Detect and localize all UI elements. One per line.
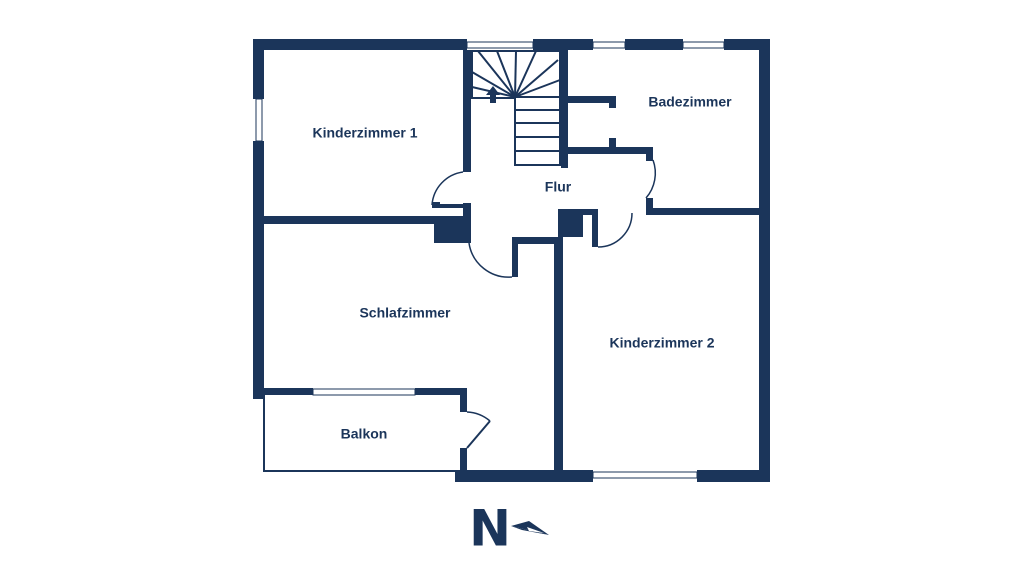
room-label-badezimmer: Badezimmer [648, 94, 732, 110]
door-badezimmer [645, 159, 657, 199]
window-top-bath-1 [592, 41, 626, 49]
windows [255, 41, 725, 479]
room-label-schlafzimmer: Schlafzimmer [359, 305, 451, 321]
room-labels: Kinderzimmer 1 Badezimmer Flur Schlafzim… [312, 94, 732, 442]
stair-arrow-icon [486, 86, 500, 103]
room-label-kinderzimmer-1: Kinderzimmer 1 [312, 125, 417, 141]
door-schlafzimmer [468, 242, 513, 278]
door-kinderzimmer-1 [431, 171, 464, 206]
doors [431, 159, 657, 449]
window-bottom-kz2 [592, 471, 698, 479]
window-left [255, 98, 263, 142]
compass: N [469, 500, 549, 558]
room-label-flur: Flur [545, 179, 572, 195]
door-balkon [466, 411, 491, 422]
north-letter: N [469, 500, 511, 558]
window-top-bath-2 [682, 41, 725, 49]
door-kinderzimmer-2 [597, 212, 633, 248]
balcony-railing [263, 395, 460, 472]
north-arrow-icon [511, 521, 549, 535]
room-label-balkon: Balkon [341, 426, 388, 442]
staircase [471, 50, 561, 166]
interior-walls [264, 50, 759, 482]
window-top-stair [466, 41, 534, 49]
room-label-kinderzimmer-2: Kinderzimmer 2 [609, 335, 714, 351]
window-balcony-door [312, 388, 416, 396]
